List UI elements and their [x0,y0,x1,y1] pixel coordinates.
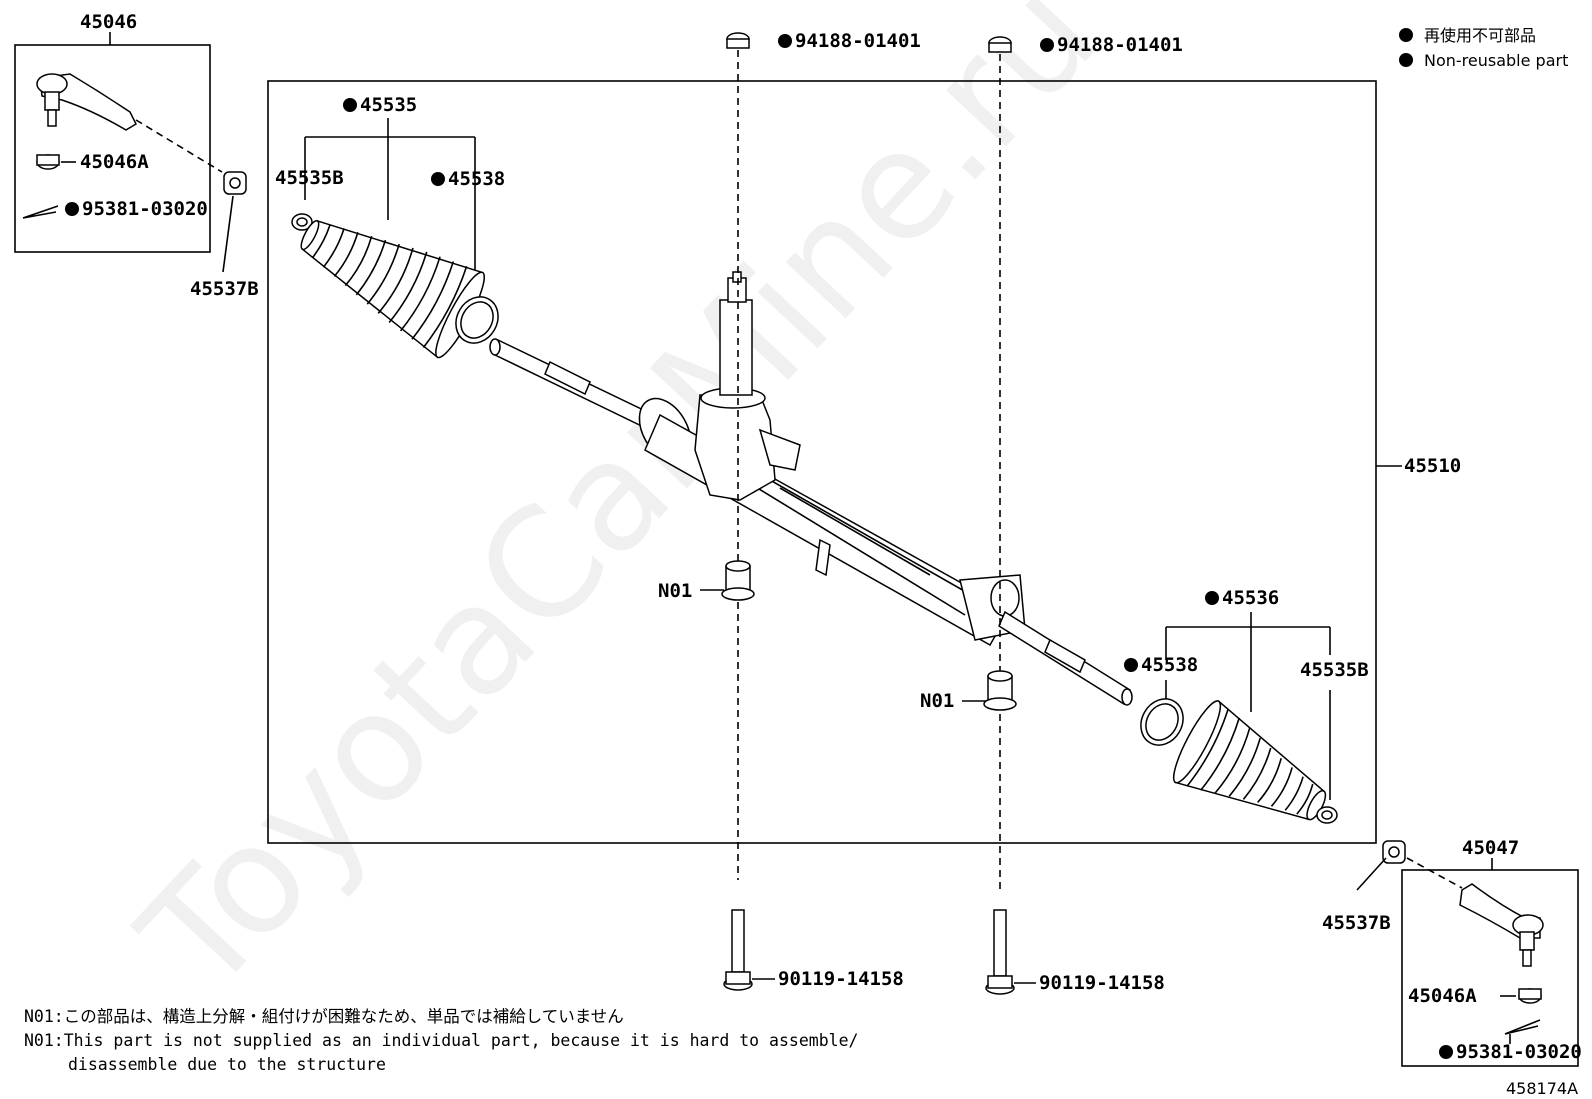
nut-45046a-right [1518,988,1542,1004]
nut-94188-left [726,32,750,49]
clamp-45535b-right [1316,806,1338,824]
nut-94188-right [988,36,1012,53]
assembly-frame-45510 [267,80,1377,844]
label-n01-right: N01 [920,690,954,712]
non-reusable-icon [1124,658,1138,672]
label-45535: 45535 [360,94,417,116]
label-n01-left: N01 [658,580,692,602]
legend-bullet-icon [1399,28,1413,42]
box-45047 [1401,869,1579,1067]
bushing-n01-right [983,670,1017,711]
nut-45537b-right [1382,840,1406,864]
label-45047: 45047 [1462,837,1519,859]
label-45535b-right: 45535B [1300,659,1369,681]
tie-rod-end-right [1459,883,1544,967]
non-reusable-icon [1205,591,1219,605]
dash-tie-rod-right [1406,857,1463,889]
label-45046a-right: 45046A [1408,985,1477,1007]
bolt-90119-right [985,909,1015,995]
non-reusable-icon [1439,1045,1453,1059]
label-45535b-left: 45535B [275,167,344,189]
label-94188-right: 94188-01401 [1057,34,1183,56]
bushing-n01-left [721,560,755,601]
label-45537b-right: 45537B [1322,912,1391,934]
legend-bullet-icon [1399,53,1413,67]
tie-rod-end-left [36,73,137,131]
watermark: ToyotaCarMine.ru [108,0,1130,1025]
non-reusable-icon [431,172,445,186]
cotter-pin-right [1504,1019,1541,1035]
legend-jp: 再使用不可部品 [1424,26,1536,45]
nut-45046a-left [36,154,60,170]
label-95381-left: 95381-03020 [82,198,208,220]
bolt-90119-left [723,909,753,991]
legend-en: Non-reusable part [1424,51,1568,70]
cotter-pin-left [22,205,59,219]
label-45046: 45046 [80,11,137,33]
non-reusable-icon [778,34,792,48]
figure-id: 458174A [1506,1079,1578,1098]
note-en-line1: N01:This part is not supplied as an indi… [24,1031,858,1050]
label-45536: 45536 [1222,587,1279,609]
label-90119-right: 90119-14158 [1039,972,1165,994]
non-reusable-icon [65,202,79,216]
clamp-ring-45538-left [455,296,499,344]
label-45510: 45510 [1404,455,1461,477]
non-reusable-icon [343,98,357,112]
note-jp: N01:この部品は、構造上分解・組付けが困難なため、単品では補給していません [24,1007,624,1026]
clamp-ring-45538-right [1140,698,1184,746]
label-45046a-left: 45046A [80,151,149,173]
label-45538-right: 45538 [1141,654,1198,676]
label-45538-left: 45538 [448,168,505,190]
dash-tie-rod-left [135,119,223,173]
label-90119-left: 90119-14158 [778,968,904,990]
boot-45536 [1172,700,1327,821]
label-95381-right: 95381-03020 [1456,1041,1582,1063]
steering-rack-45510 [489,271,1133,706]
box-45046 [14,44,211,253]
label-45537b-left: 45537B [190,278,259,300]
nut-45537b-left [223,171,247,195]
label-94188-left: 94188-01401 [795,30,921,52]
non-reusable-icon [1040,38,1054,52]
note-en-line2: disassemble due to the structure [68,1055,386,1074]
clamp-45535b-left [291,213,313,231]
